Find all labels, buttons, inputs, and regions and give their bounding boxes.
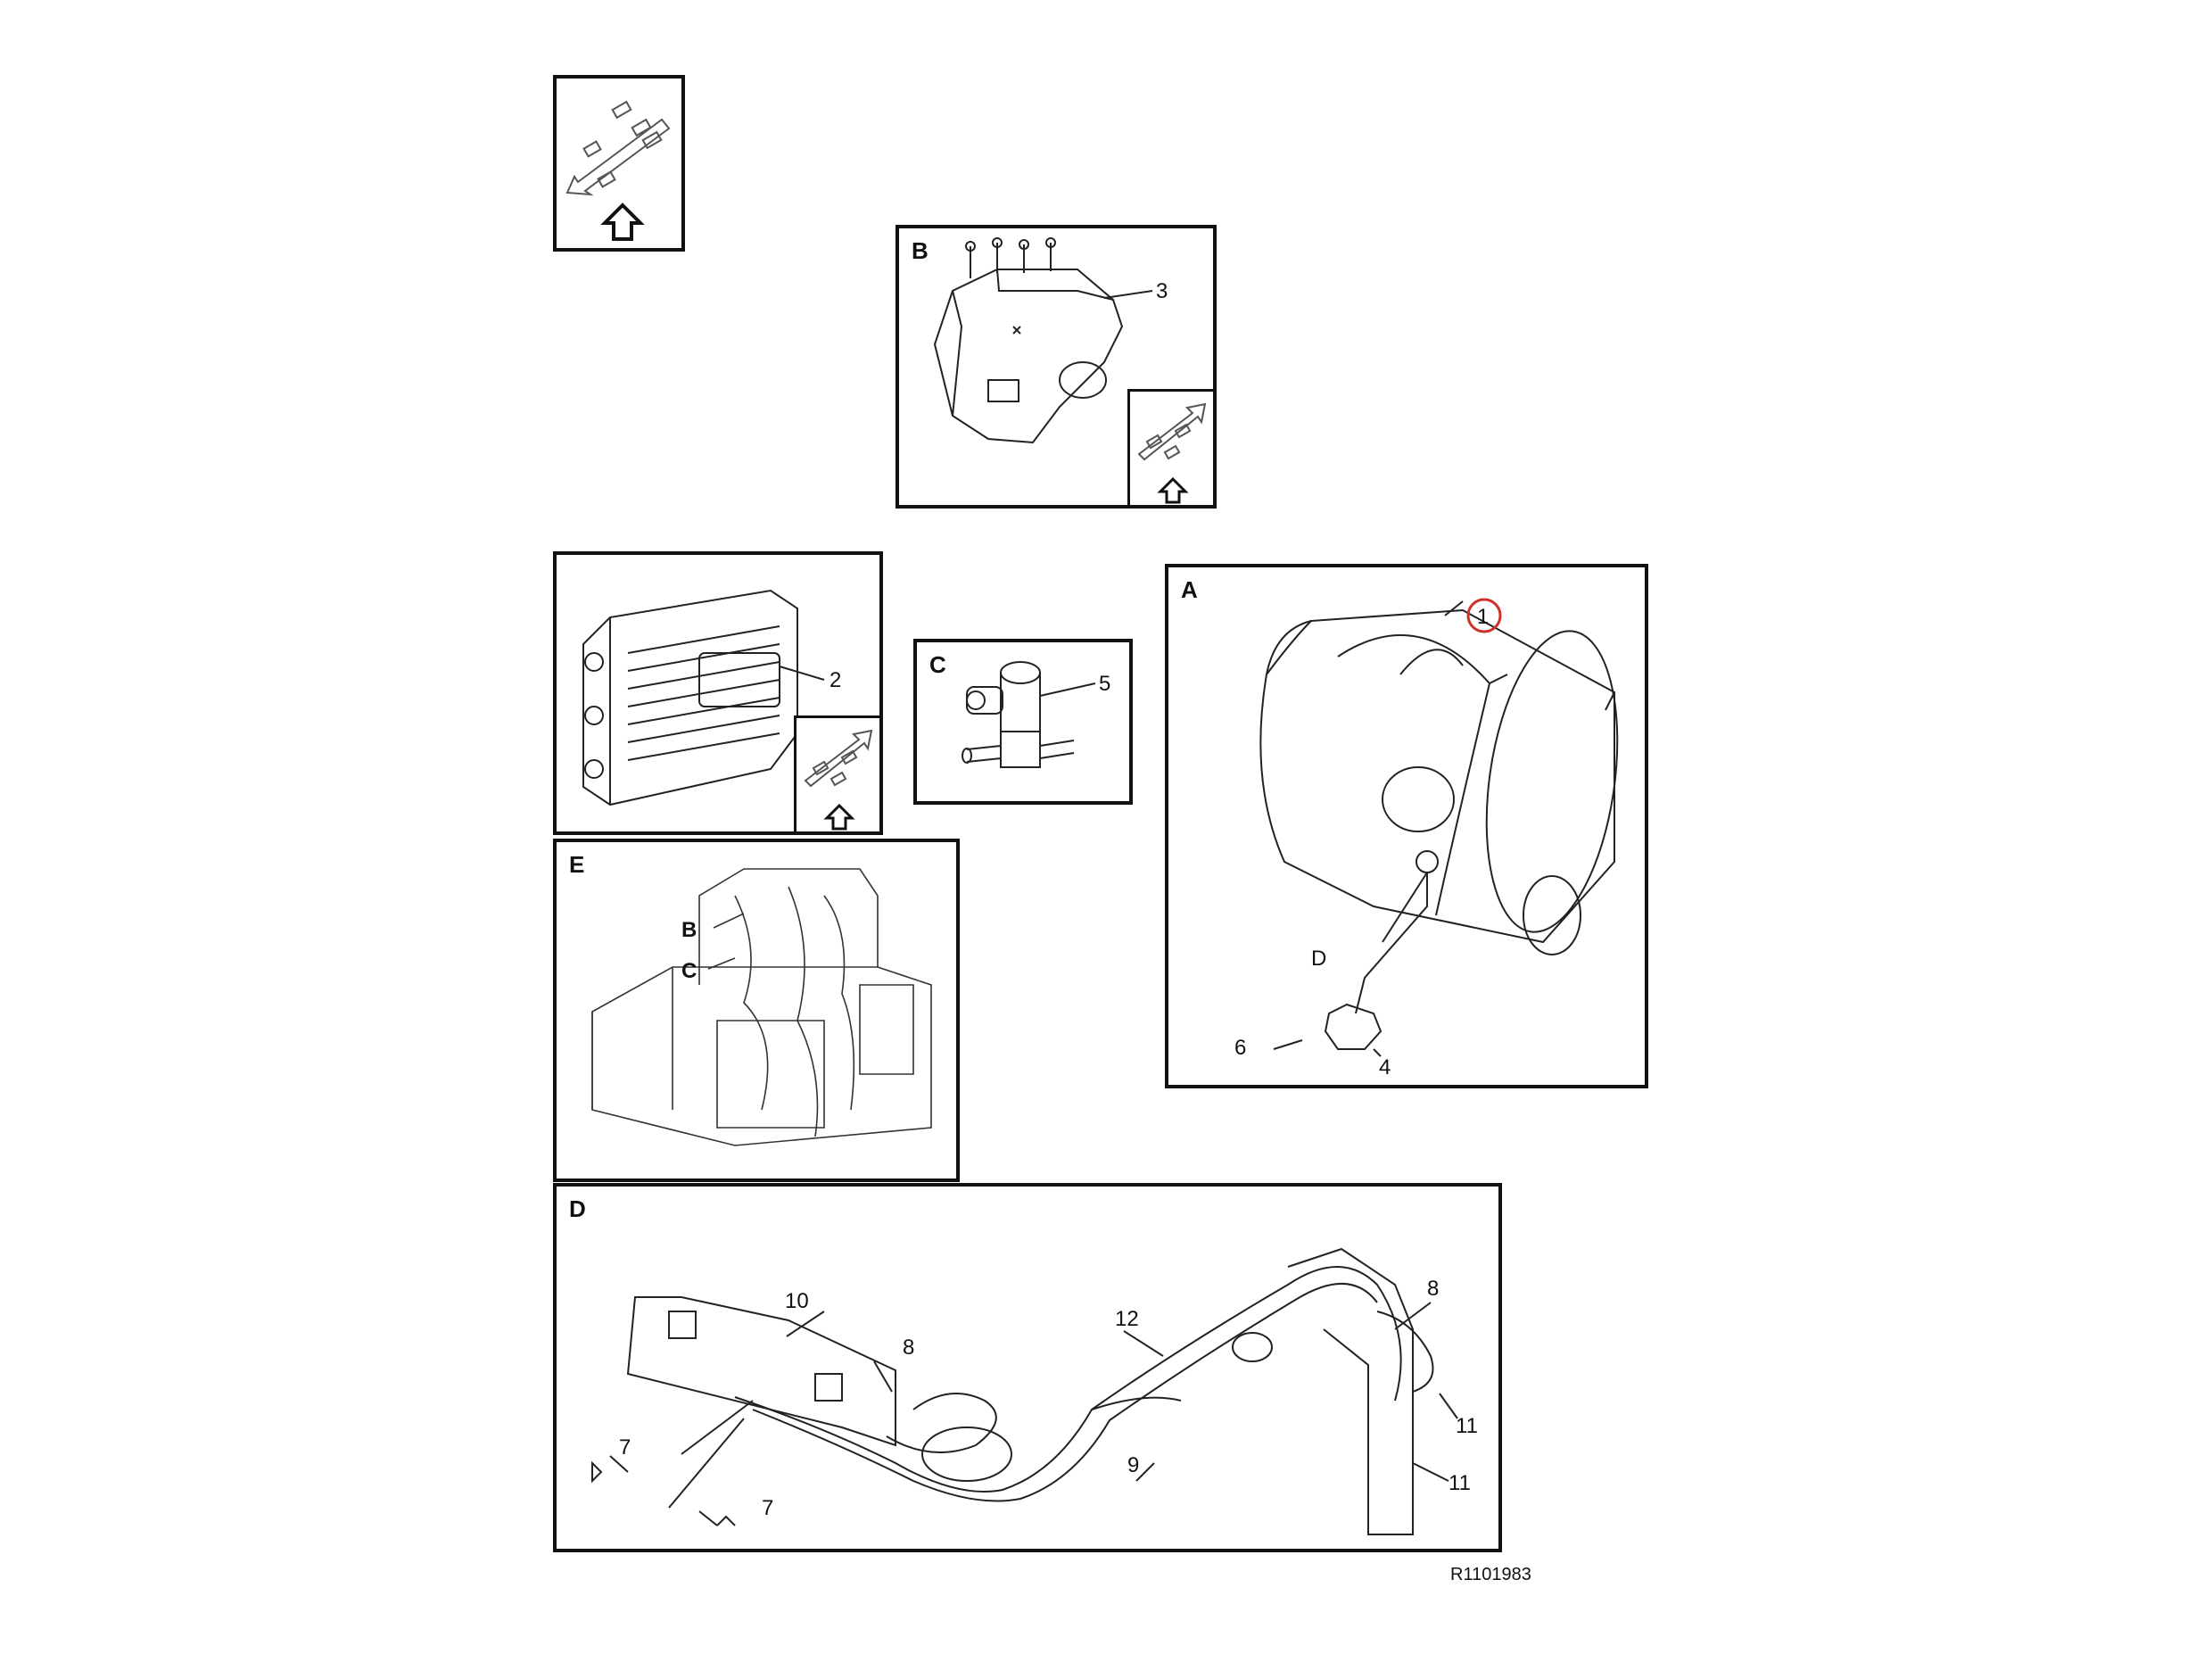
- panel-letter: E: [569, 851, 585, 878]
- engine-drawing: B C: [591, 868, 932, 1146]
- valve-drawing: 5: [962, 661, 1110, 768]
- panel-d: D 10 8 12: [553, 1183, 1502, 1552]
- control-unit-drawing: 3: [933, 237, 1168, 444]
- view-direction-icon: [1137, 402, 1207, 504]
- callout-6: 6: [1234, 1036, 1246, 1060]
- panel-letter: A: [1181, 576, 1198, 603]
- callout-2: 2: [830, 668, 841, 692]
- callout-12: 12: [1115, 1307, 1139, 1331]
- harness-drawing: 10 8 12 8 7 7 9 11 11: [591, 1247, 1478, 1535]
- callout-d: D: [1311, 947, 1326, 971]
- panel-letter: C: [929, 651, 946, 678]
- callout-1: 1: [1477, 605, 1489, 629]
- panel-e: E B C: [553, 839, 960, 1182]
- callout-9: 9: [1127, 1453, 1139, 1477]
- orientation-icon-panel: [553, 75, 685, 252]
- up-arrow-icon: [823, 803, 855, 831]
- view-direction-icon: [565, 100, 671, 241]
- up-arrow-icon: [600, 203, 645, 241]
- callout-11b: 11: [1449, 1471, 1471, 1495]
- orientation-inset: [794, 715, 879, 831]
- tank-drawing: 1 D 6 4: [1234, 598, 1619, 1079]
- callout-5: 5: [1099, 672, 1110, 696]
- callout-11a: 11: [1456, 1414, 1478, 1438]
- panel-letter: B: [912, 237, 929, 264]
- callout-4: 4: [1379, 1055, 1391, 1079]
- orientation-inset: [1127, 389, 1213, 505]
- module-panel: 2: [553, 551, 883, 835]
- panel-a: A 1 D 6 4: [1165, 564, 1648, 1088]
- callout-8b: 8: [1427, 1277, 1439, 1301]
- callout-3: 3: [1156, 279, 1168, 303]
- panel-b: B 3: [896, 225, 1217, 509]
- callout-7b: 7: [762, 1496, 773, 1520]
- callout-7a: 7: [619, 1435, 631, 1460]
- ecu-module-drawing: 2: [582, 589, 841, 806]
- panel-c: C 5: [913, 639, 1133, 805]
- callout-8a: 8: [903, 1336, 914, 1360]
- panel-letter: D: [569, 1195, 586, 1222]
- up-arrow-icon: [1157, 476, 1189, 504]
- callout-10: 10: [785, 1289, 809, 1313]
- highlight-circle: [1466, 598, 1502, 633]
- view-direction-icon: [804, 729, 873, 831]
- reference-code: R1101983: [1450, 1565, 1531, 1584]
- callout-b: B: [681, 918, 697, 942]
- callout-c: C: [681, 959, 697, 983]
